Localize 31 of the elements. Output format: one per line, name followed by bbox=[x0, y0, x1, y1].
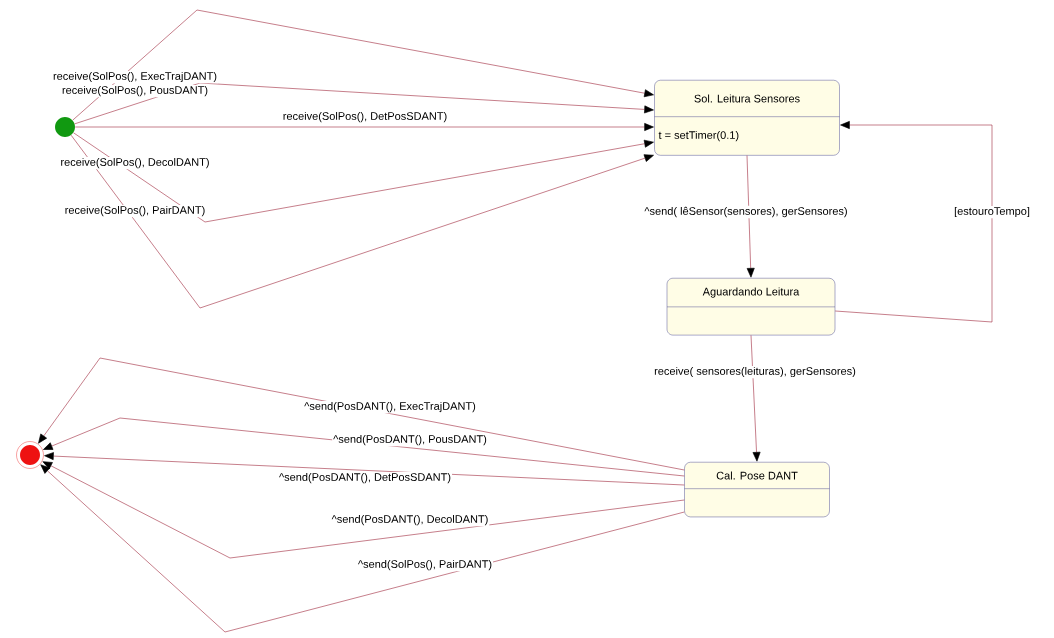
transition-arrow bbox=[42, 461, 685, 559]
transition-arrow bbox=[72, 9, 654, 121]
transition-label: ^send(PosDANT(), ExecTrajDANT) bbox=[303, 400, 477, 414]
transition-label: receive(SolPos(), DetPosSDANT) bbox=[281, 110, 449, 124]
transition-arrow bbox=[43, 417, 685, 477]
state-box: Aguardando Leitura bbox=[666, 278, 836, 336]
transition-arrow bbox=[70, 134, 654, 309]
transition-arrow bbox=[74, 123, 654, 131]
transition-arrow bbox=[73, 132, 654, 223]
transition-arrow bbox=[746, 155, 755, 278]
transition-label: ^send(PosDANT(), DecolDANT) bbox=[330, 513, 490, 527]
transition-arrow bbox=[74, 82, 654, 125]
transition-label: receive(SolPos(), ExecTrajDANT) bbox=[52, 70, 218, 84]
initial-state-dot bbox=[55, 117, 75, 137]
final-state-dot bbox=[16, 441, 44, 469]
transition-arrow bbox=[750, 335, 761, 462]
state-box: Cal. Pose DANT bbox=[684, 462, 830, 518]
transition-arrow bbox=[834, 121, 993, 323]
transition-arrow bbox=[38, 357, 685, 471]
transition-arrow bbox=[44, 452, 685, 486]
transition-label: receive(SolPos(), DecolDANT) bbox=[59, 156, 211, 170]
transition-label: ^send(PosDANT(), DetPosSDANT) bbox=[278, 471, 452, 485]
transition-label: receive(SolPos(), PousDANT) bbox=[60, 84, 210, 98]
transition-arrow bbox=[40, 464, 685, 633]
state-box: Sol. Leitura Sensores t = setTimer(0.1) bbox=[654, 80, 840, 156]
transition-label: receive(SolPos(), PairDANT) bbox=[63, 204, 207, 218]
transition-label: ^send( lêSensor(sensores), gerSensores) bbox=[643, 205, 849, 219]
transition-label: receive( sensores(leituras), gerSensores) bbox=[653, 365, 857, 379]
transition-label: [estouroTempo] bbox=[953, 205, 1031, 219]
transition-label: ^send(SolPos(), PairDANT) bbox=[356, 558, 494, 572]
transition-label: ^send(PosDANT(), PousDANT) bbox=[332, 433, 488, 447]
